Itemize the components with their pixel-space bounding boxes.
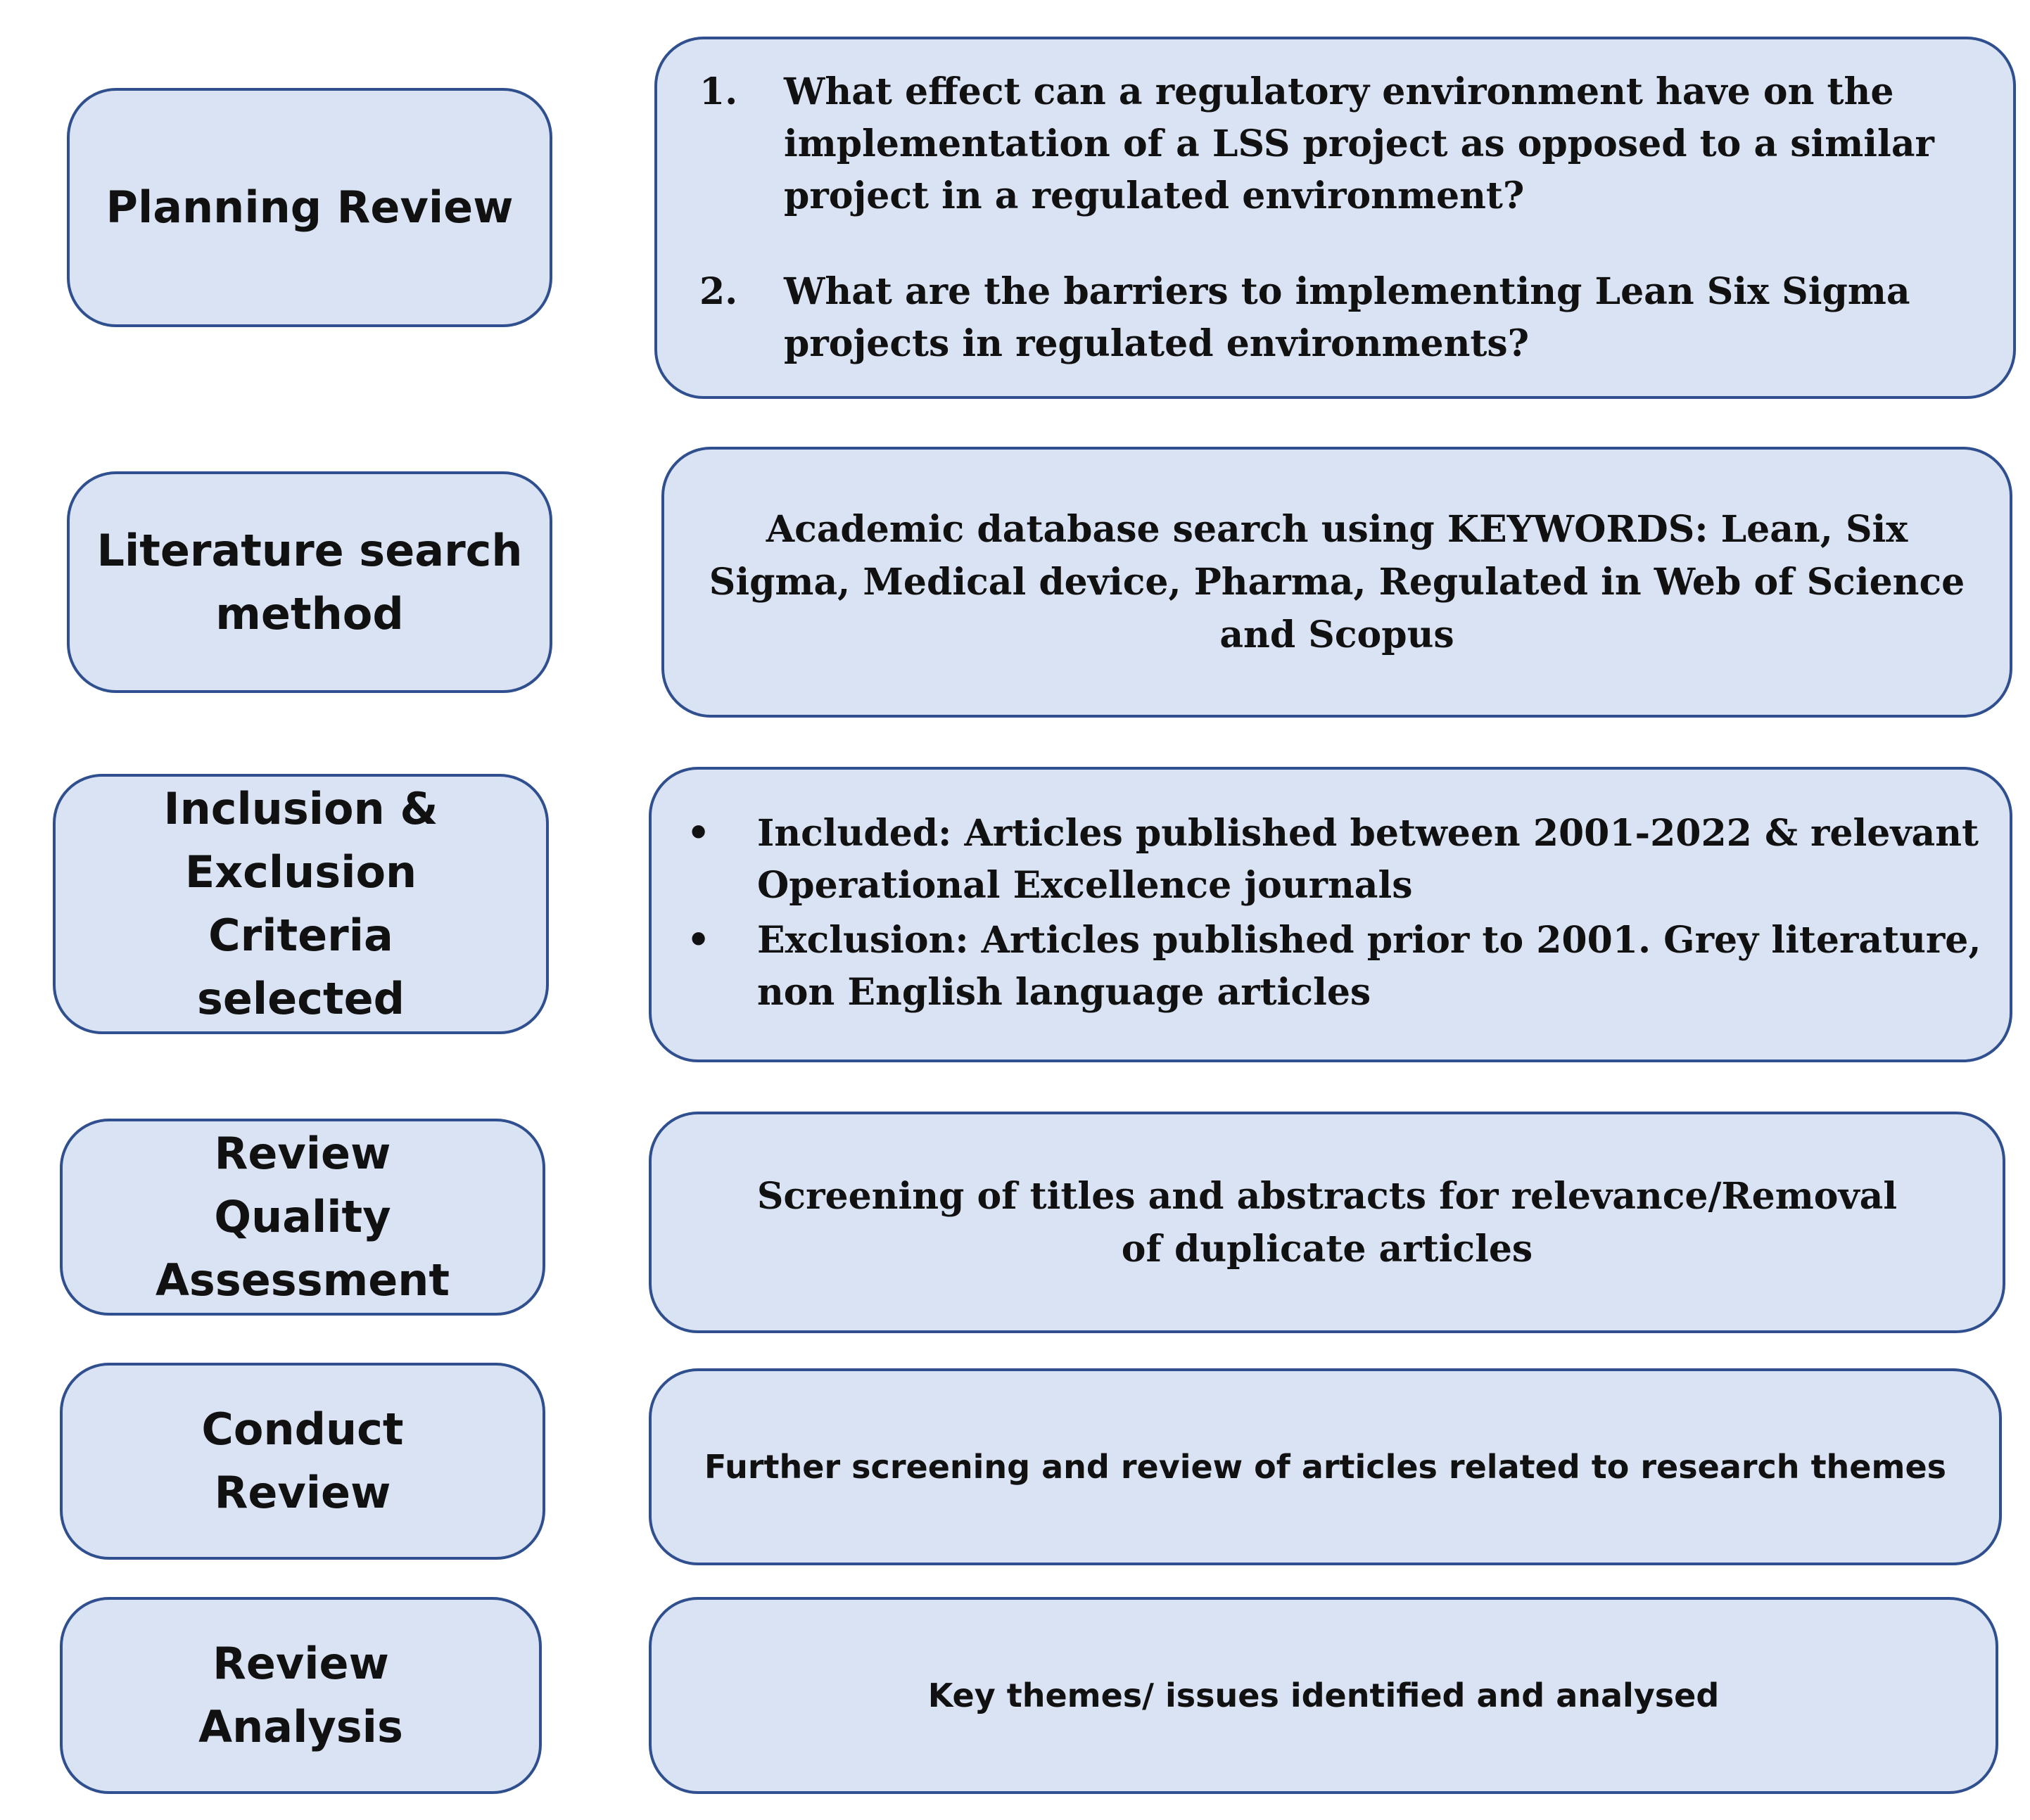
research-questions-list: 1. What effect can a regulatory environm… bbox=[657, 66, 2013, 370]
stage-conduct-review: Conduct Review bbox=[60, 1363, 545, 1560]
stage-label: Conduct Review bbox=[201, 1404, 404, 1518]
list-item: 2. What are the barriers to implementing… bbox=[699, 266, 1985, 370]
detail-conduct-review: Further screening and review of articles… bbox=[649, 1368, 2002, 1565]
detail-literature-search: Academic database search using KEYWORDS:… bbox=[661, 447, 2012, 718]
list-marker: 2. bbox=[699, 269, 738, 313]
detail-review-analysis: Key themes/ issues identified and analys… bbox=[649, 1597, 1998, 1794]
list-marker: 1. bbox=[699, 70, 738, 113]
detail-quality-assessment: Screening of titles and abstracts for re… bbox=[649, 1112, 2005, 1333]
bullet-icon: • bbox=[687, 812, 711, 855]
detail-planning-questions: 1. What effect can a regulatory environm… bbox=[654, 37, 2016, 399]
list-item: • Exclusion: Articles published prior to… bbox=[687, 915, 1981, 1019]
stage-planning-review: Planning Review bbox=[67, 88, 552, 327]
detail-text: Academic database search using KEYWORDS:… bbox=[709, 508, 1965, 656]
stage-label: Inclusion & Exclusion Criteria selected bbox=[163, 783, 438, 1024]
bullet-icon: • bbox=[687, 919, 711, 962]
detail-inclusion-exclusion: • Included: Articles published between 2… bbox=[649, 767, 2012, 1062]
criteria-list: • Included: Articles published between 2… bbox=[652, 808, 2010, 1022]
list-item: • Included: Articles published between 2… bbox=[687, 808, 1981, 912]
detail-text: Further screening and review of articles… bbox=[704, 1448, 1947, 1486]
list-item-text: Exclusion: Articles published prior to 2… bbox=[757, 919, 1981, 1014]
stage-label: Literature search method bbox=[96, 524, 523, 639]
list-item: 1. What effect can a regulatory environm… bbox=[699, 66, 1985, 222]
stage-label: Planning Review bbox=[106, 182, 514, 233]
stage-inclusion-exclusion-criteria: Inclusion & Exclusion Criteria selected bbox=[53, 774, 549, 1034]
stage-literature-search-method: Literature search method bbox=[67, 471, 552, 693]
detail-text: Key themes/ issues identified and analys… bbox=[927, 1676, 1720, 1714]
stage-label: Review Analysis bbox=[198, 1638, 403, 1752]
list-item-text: Included: Articles published between 200… bbox=[757, 812, 1979, 907]
stage-review-analysis: Review Analysis bbox=[60, 1597, 542, 1794]
stage-review-quality-assessment: Review Quality Assessment bbox=[60, 1119, 545, 1316]
stage-label: Review Quality Assessment bbox=[155, 1128, 450, 1306]
list-item-text: What effect can a regulatory environment… bbox=[784, 70, 1934, 217]
detail-text: Screening of titles and abstracts for re… bbox=[756, 1174, 1898, 1271]
list-item-text: What are the barriers to implementing Le… bbox=[784, 269, 1910, 365]
